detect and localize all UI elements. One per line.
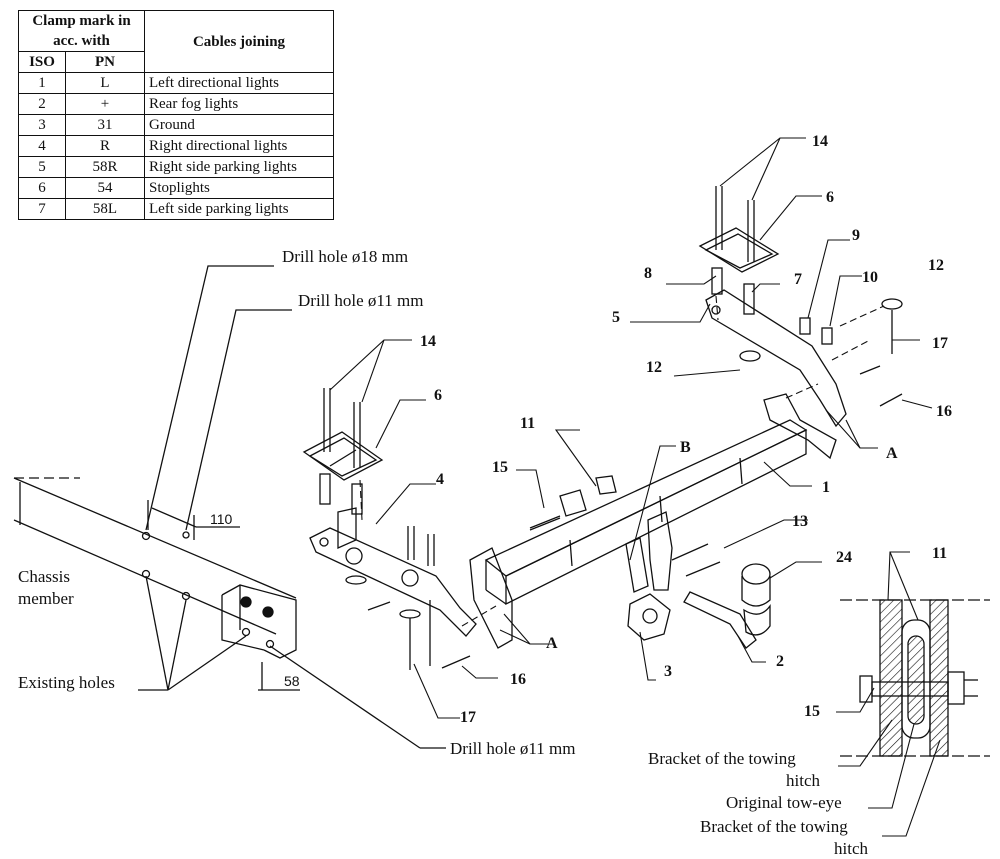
dimension-58: 58	[284, 673, 300, 689]
existing-holes-label: Existing holes	[18, 673, 115, 692]
bracket-label-1: Bracket of the towing	[648, 749, 796, 768]
ball-neck	[683, 563, 771, 649]
socket	[627, 593, 671, 641]
part-number: 11	[932, 545, 947, 562]
chassis-member	[13, 265, 446, 749]
part-number: A	[886, 445, 898, 462]
dimension-110: 110	[210, 511, 233, 527]
part-number: 6	[826, 189, 834, 206]
part-numbers: 1 2 3 4 5 6 6 7 8 9 10 11 11 12 12 13 14…	[420, 133, 952, 726]
part-number: 15	[804, 703, 820, 720]
part-number: 9	[852, 227, 860, 244]
part-number: 17	[460, 709, 476, 726]
bracket-label-2-hitch: hitch	[834, 839, 868, 858]
part-number: 5	[612, 309, 620, 326]
part-number: 2	[776, 653, 784, 670]
iso-cell: 7	[18, 198, 66, 220]
drill-hole-11-bottom-label: Drill hole ø11 mm	[450, 739, 575, 758]
pn-header: PN	[65, 51, 145, 73]
part-number: 12	[646, 359, 662, 376]
part-number: 8	[644, 265, 652, 282]
part-number: 14	[420, 333, 436, 350]
part-number: 4	[436, 471, 444, 488]
part-number: 10	[862, 269, 878, 286]
part-number: 3	[664, 663, 672, 680]
pn-cell: 58L	[65, 198, 145, 220]
part-number: 6	[434, 387, 442, 404]
cable-cell: Left side parking lights	[144, 198, 334, 220]
original-tow-eye-label: Original tow-eye	[726, 793, 842, 812]
part-number: 11	[520, 415, 535, 432]
leader-lines	[329, 137, 941, 837]
part-number: 7	[794, 271, 802, 288]
left-bracket	[302, 388, 477, 670]
part-number: 24	[836, 549, 852, 566]
part-number: 16	[510, 671, 526, 688]
chassis-label: Chassis	[18, 567, 70, 586]
part-number: B	[680, 439, 691, 456]
part-number: 14	[812, 133, 828, 150]
bracket-label-1-hitch: hitch	[786, 771, 820, 790]
labels: Drill hole ø18 mm Drill hole ø11 mm Dril…	[18, 247, 868, 858]
cable-cell: Right directional lights	[144, 135, 334, 157]
part-number: 13	[792, 513, 808, 530]
bracket-label-2: Bracket of the towing	[700, 817, 848, 836]
clamp-header: Clamp mark in acc. with	[18, 10, 145, 52]
clamp-table: Clamp mark in acc. with Cables joining I…	[18, 10, 334, 220]
drill-hole-11-label: Drill hole ø11 mm	[298, 291, 423, 310]
ball-mount	[529, 475, 721, 593]
cross-beam	[469, 393, 837, 649]
part-number: 17	[932, 335, 948, 352]
part-number: 12	[928, 257, 944, 274]
cables-header: Cables joining	[144, 10, 334, 73]
section-detail	[840, 599, 990, 757]
chassis-member-label: member	[18, 589, 74, 608]
cable-cell: Stoplights	[144, 177, 334, 199]
right-bracket	[698, 186, 903, 428]
pn-cell: 31	[65, 114, 145, 136]
part-number: A	[546, 635, 558, 652]
part-number: 1	[822, 479, 830, 496]
assembly-lines	[359, 295, 885, 627]
part-number: 16	[936, 403, 952, 420]
drill-hole-18-label: Drill hole ø18 mm	[282, 247, 408, 266]
cable-cell: Ground	[144, 114, 334, 136]
part-number: 15	[492, 459, 508, 476]
pn-cell: 54	[65, 177, 145, 199]
cable-cell: Right side parking lights	[144, 156, 334, 178]
